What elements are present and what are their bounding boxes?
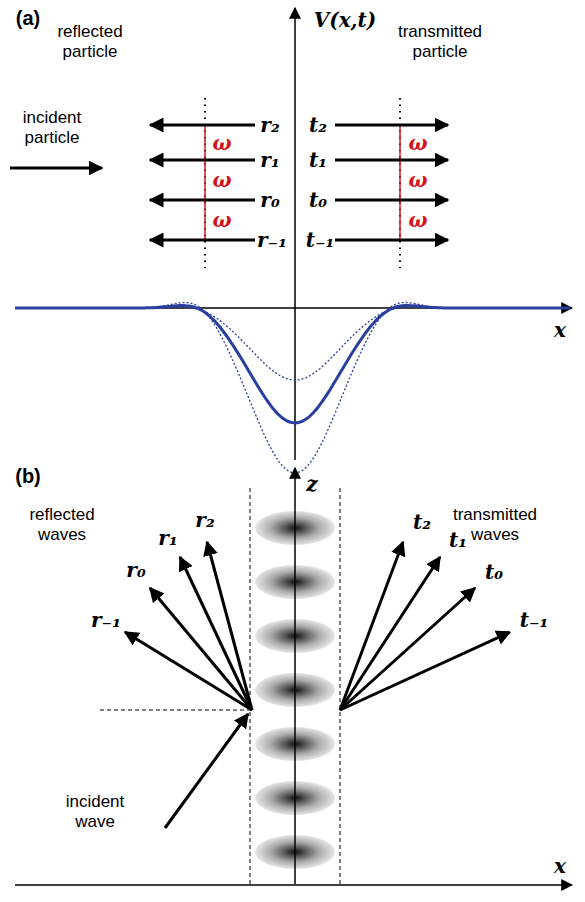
caption-text: incident particle (12, 108, 92, 147)
frequency-label: ω (212, 209, 231, 232)
axis-label: x (554, 319, 566, 342)
amplitude-label: r₀ (260, 189, 279, 212)
amplitude-label: t₋₁ (520, 609, 549, 632)
v-axis (294, 8, 296, 460)
amplitude-label: r₂ (195, 509, 214, 532)
x-axis (15, 884, 572, 886)
frequency-label: ω (408, 132, 427, 155)
boundary-line (250, 488, 251, 884)
amplitude-label: r₂ (260, 114, 279, 137)
reflected-arrow (150, 239, 255, 242)
caption-text: reflected particle (45, 22, 135, 61)
amplitude-label: t₂ (413, 511, 431, 534)
transmitted-wave-arrow (340, 588, 475, 710)
boundary-line (340, 488, 341, 884)
transmitted-arrow (335, 239, 448, 242)
potential-max (15, 303, 570, 473)
z-axis (294, 468, 296, 884)
amplitude-label: r₋₁ (257, 229, 287, 252)
transmitted-arrow (335, 124, 448, 127)
potential-min (15, 307, 570, 380)
amplitude-label: r₁ (158, 527, 177, 550)
amplitude-label: r₁ (260, 149, 279, 172)
axis-label: V(x,t) (314, 9, 377, 32)
transmitted-arrow (335, 199, 448, 202)
caption-text: reflected waves (20, 505, 105, 544)
reflected-arrow (150, 159, 255, 162)
transmitted-arrow (335, 159, 448, 162)
transmitted-wave-arrow (340, 632, 510, 710)
amplitude-label: r₋₁ (91, 609, 121, 632)
reflected-arrow (150, 124, 255, 127)
panel-label: (b) (15, 465, 41, 488)
potential-curve (15, 306, 570, 423)
amplitude-label: t₁ (309, 149, 327, 172)
reflected-wave-arrow (207, 542, 252, 710)
axis-label: x (554, 855, 566, 878)
reflected-arrow (150, 199, 255, 202)
panel-a-art (10, 8, 572, 473)
caption-text: incident wave (58, 792, 133, 831)
incident-arrow (10, 167, 102, 170)
amplitude-label: t₁ (449, 529, 467, 552)
incident-wave-arrow (165, 714, 248, 828)
frequency-label: ω (212, 169, 231, 192)
ladder-line (399, 125, 401, 240)
ladder-line (204, 125, 206, 240)
panel-b-art (15, 468, 572, 885)
axis-label: z (306, 473, 317, 496)
caption-text: transmitted particle (390, 22, 490, 61)
frequency-label: ω (212, 132, 231, 155)
panel-label: (a) (16, 7, 40, 30)
normal-line (100, 710, 250, 711)
amplitude-label: t₀ (485, 561, 503, 584)
frequency-label: ω (408, 209, 427, 232)
amplitude-label: r₀ (126, 559, 145, 582)
amplitude-label: t₂ (309, 114, 327, 137)
frequency-label: ω (408, 169, 427, 192)
amplitude-label: t₋₁ (306, 229, 335, 252)
amplitude-label: t₀ (309, 189, 327, 212)
